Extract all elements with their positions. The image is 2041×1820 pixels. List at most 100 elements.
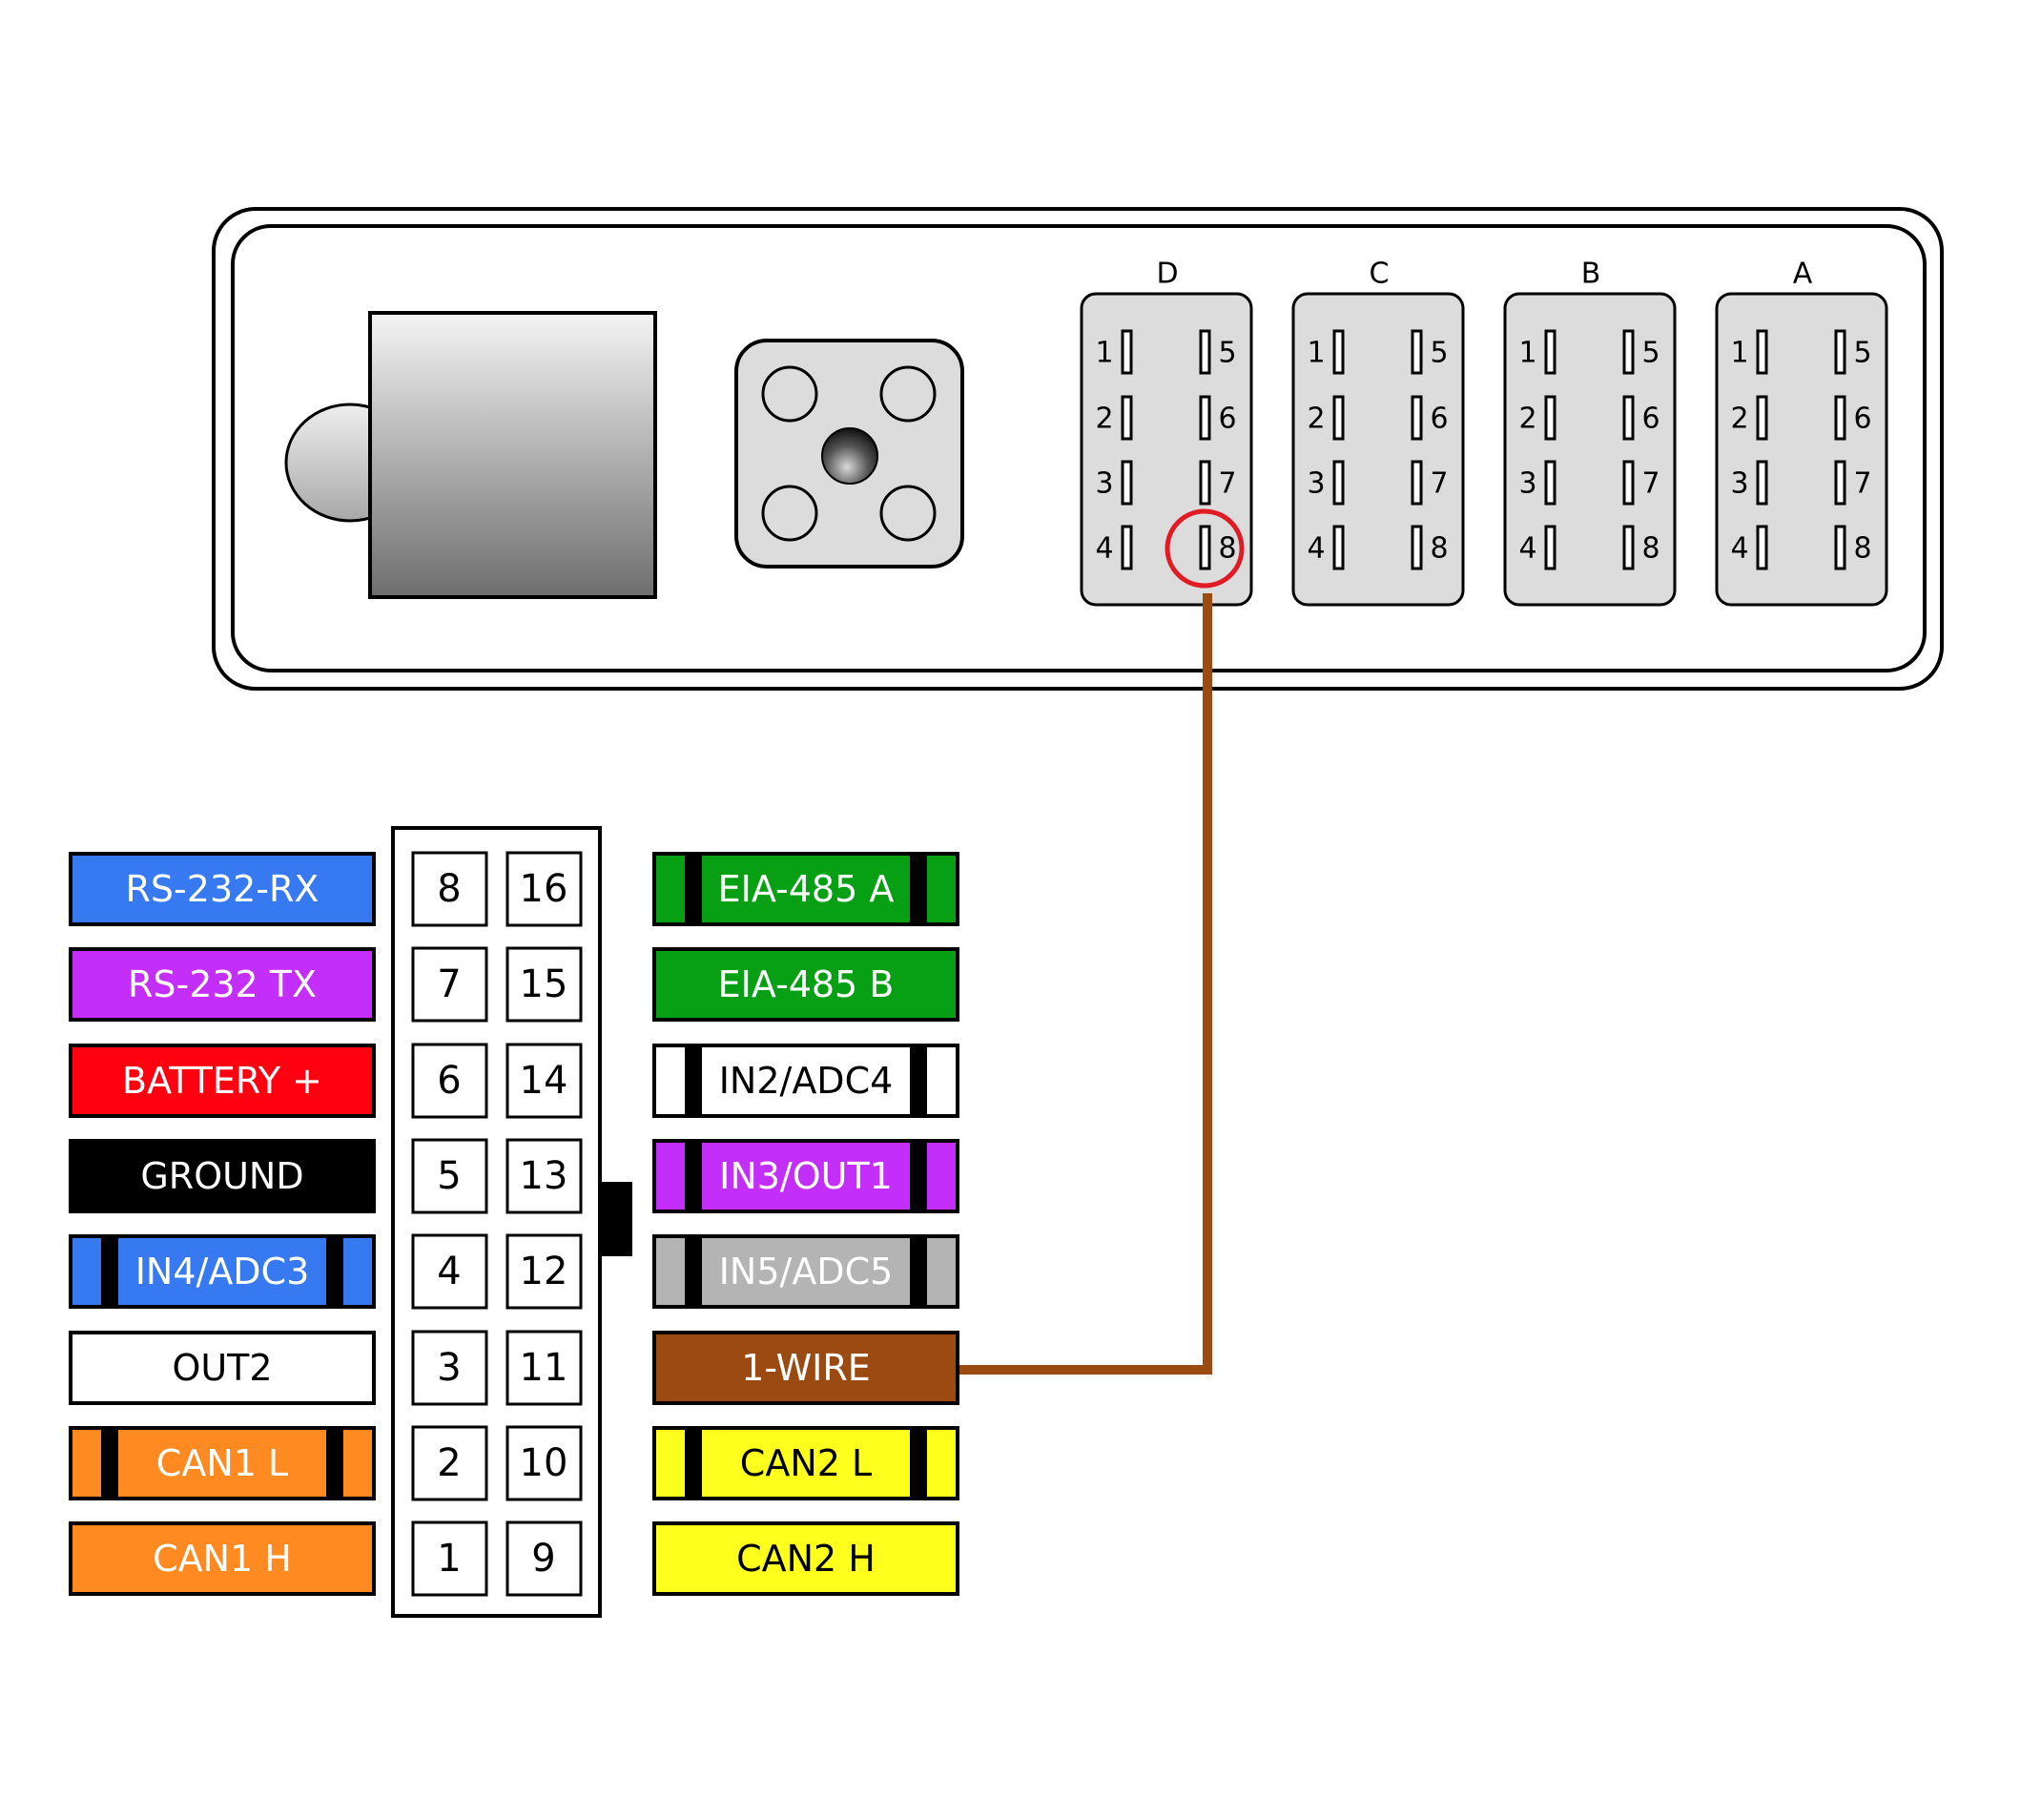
pin-terminal (1834, 460, 1846, 506)
pin-number: 1 (1730, 337, 1748, 370)
plug-pin-cell (411, 851, 488, 927)
plug-pin-number: 3 (437, 1346, 461, 1390)
highlighted-pin-ring (1165, 508, 1245, 589)
wire-label-border (652, 1139, 959, 1213)
wire-stripe (910, 1428, 927, 1499)
plug-pin-number: 9 (531, 1537, 555, 1581)
wire-label-can1-h: CAN1 H (69, 1521, 376, 1596)
pin-number: 2 (1518, 403, 1536, 436)
plug-pin-number: 15 (520, 962, 568, 1006)
plug-pin-number: 6 (437, 1059, 461, 1103)
wire-label-can1-l: CAN1 L (69, 1426, 376, 1500)
pin-number: 4 (1095, 532, 1113, 566)
pin-number: 3 (1095, 467, 1113, 501)
power-connector-body (368, 311, 657, 599)
plug-latch (600, 1182, 632, 1256)
wire-label-border (69, 1331, 376, 1405)
wire-label-ground: GROUND (69, 1139, 376, 1213)
plug-pin-cell (505, 1520, 583, 1597)
wire-label-text: CAN1 H (153, 1538, 292, 1580)
port-center-led (821, 427, 878, 485)
plug-pin-cell (505, 1233, 583, 1310)
connector-block-label: A (1793, 258, 1813, 291)
pin-terminal (1622, 525, 1635, 570)
wire-label-text: OUT2 (172, 1347, 272, 1389)
plug-pin-cell (505, 1138, 583, 1214)
pin-terminal (1121, 395, 1133, 441)
wire-color-band (71, 1428, 374, 1499)
wire-color-band (71, 1045, 374, 1116)
wire-label-border (652, 1044, 959, 1118)
wire-label-border (652, 947, 959, 1022)
plug-pin-cell (505, 1043, 583, 1119)
pin-number: 7 (1430, 467, 1448, 501)
wire-label-text: RS-232 TX (128, 963, 317, 1005)
plug-pin-number: 13 (520, 1154, 568, 1198)
wire-label-text: CAN1 L (156, 1442, 288, 1484)
pin-terminal (1332, 329, 1345, 375)
round-port (734, 339, 964, 569)
pin-number: 5 (1853, 337, 1871, 370)
port-hole-bottom-right (879, 485, 937, 542)
pin-terminal (1622, 460, 1635, 506)
pin-number: 6 (1641, 403, 1660, 436)
wire-label-text: CAN2 H (736, 1538, 876, 1580)
wire-label-border (69, 1139, 376, 1213)
plug-pin-cell (411, 1043, 488, 1119)
pin-terminal (1756, 525, 1768, 570)
pin-terminal (1199, 525, 1211, 570)
port-hole-top-right (879, 365, 937, 423)
wire-label-in3-out1: IN3/OUT1 (652, 1139, 959, 1213)
pin-number: 4 (1307, 532, 1325, 566)
wire-label-border (652, 1234, 959, 1309)
port-hole-top-left (761, 365, 818, 423)
wire-color-band (654, 1428, 958, 1499)
pin-terminal (1834, 395, 1846, 441)
wire-label-border (652, 1331, 959, 1405)
plug-pin-cell (505, 851, 583, 927)
pin-number: 8 (1430, 532, 1448, 566)
plug-pin-cell (411, 1520, 488, 1597)
wire-label-text: GROUND (140, 1155, 303, 1197)
plug-pin-cell (411, 1233, 488, 1310)
port-hole-bottom-left (761, 485, 818, 542)
wire-label-text: EIA-485 B (718, 963, 895, 1005)
pin-terminal (1544, 525, 1557, 570)
pin-number: 3 (1518, 467, 1536, 501)
wire-label-rs-232-rx: RS-232-RX (69, 852, 376, 926)
plug-pin-number: 16 (520, 867, 568, 911)
wire-stripe (326, 1428, 343, 1499)
pin-terminal (1411, 460, 1423, 506)
pin-number: 1 (1518, 337, 1536, 370)
wire-color-band (71, 1141, 374, 1211)
pin-number: 8 (1853, 532, 1871, 566)
wire-color-band (71, 854, 374, 924)
wire-stripe (326, 1236, 343, 1307)
connector-block-label: C (1370, 258, 1390, 291)
wire-label-text: IN3/OUT1 (719, 1155, 893, 1197)
wire-label-border (69, 1521, 376, 1596)
wire-label-can2-h: CAN2 H (652, 1521, 959, 1596)
pin-number: 3 (1307, 467, 1325, 501)
wire-label-border (69, 947, 376, 1022)
wire-color-band (71, 1333, 374, 1403)
pin-number: 2 (1307, 403, 1325, 436)
pin-number: 5 (1430, 337, 1448, 370)
wire-label-eia-485-b: EIA-485 B (652, 947, 959, 1022)
wire-label-text: IN2/ADC4 (719, 1060, 894, 1102)
pin-terminal (1756, 460, 1768, 506)
plug-pin-cell (411, 1138, 488, 1214)
pin-terminal (1411, 395, 1423, 441)
one-wire-route (959, 593, 1212, 1375)
plug-pin-cell (505, 1425, 583, 1501)
pin-terminal (1756, 395, 1768, 441)
wire-stripe (101, 1428, 118, 1499)
pin-terminal (1544, 395, 1557, 441)
wire-label-in5-adc5: IN5/ADC5 (652, 1234, 959, 1309)
pin-number: 8 (1218, 532, 1236, 566)
